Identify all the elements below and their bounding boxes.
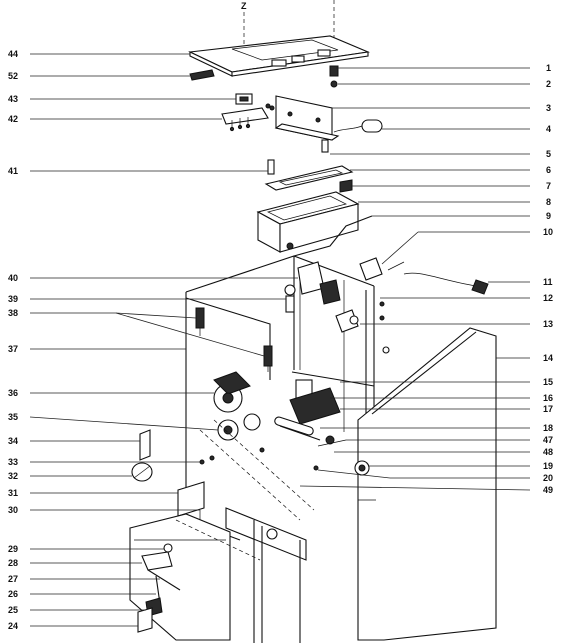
hose-clamp: [131, 462, 153, 482]
small-cylinder: [267, 159, 275, 175]
drain-pump: [213, 371, 251, 413]
knob-screw: [329, 65, 339, 88]
callout-4: 4: [546, 124, 551, 134]
callout-12: 12: [543, 293, 553, 303]
callout-5: 5: [546, 149, 551, 159]
left-leader-lines: [29, 53, 298, 627]
callout-15: 15: [543, 377, 553, 387]
pump-mount: [335, 301, 390, 354]
callout-39: 39: [8, 294, 18, 304]
frame-strip: [264, 165, 354, 193]
panel-clip: [139, 429, 151, 461]
spacer-block: [189, 69, 215, 81]
callout-43: 43: [8, 94, 18, 104]
callout-20: 20: [543, 473, 553, 483]
callout-28: 28: [8, 558, 18, 568]
wheel-parts: [313, 460, 370, 476]
callout-7: 7: [546, 181, 551, 191]
callout-6: 6: [546, 165, 551, 175]
callout-1: 1: [546, 63, 551, 73]
callout-48: 48: [543, 447, 553, 457]
callout-34: 34: [8, 436, 18, 446]
power-cable: [403, 272, 489, 295]
callout-8: 8: [546, 197, 551, 207]
switch-block: [235, 93, 275, 111]
motor-unit: [284, 261, 341, 313]
callout-33: 33: [8, 457, 18, 467]
callout-49: 49: [543, 485, 553, 495]
callout-40: 40: [8, 273, 18, 283]
callout-18: 18: [543, 423, 553, 433]
capacitor: [333, 119, 383, 133]
right-callouts: 1 2 3 4 5 6 7 8 9 10 11 12 13 14 15 16 1…: [543, 63, 553, 495]
callout-13: 13: [543, 319, 553, 329]
callout-41: 41: [8, 166, 18, 176]
side-panel: [357, 327, 497, 641]
callout-26: 26: [8, 589, 18, 599]
callout-9: 9: [546, 211, 551, 221]
callout-29: 29: [8, 544, 18, 554]
rail-plate: [274, 95, 340, 141]
callout-25: 25: [8, 605, 18, 615]
small-fixings: [199, 447, 265, 465]
mounting-bracket: [221, 107, 269, 132]
callout-52: 52: [8, 71, 18, 81]
frame-top-bar: [293, 215, 373, 257]
callout-35: 35: [8, 412, 18, 422]
pin: [321, 139, 329, 153]
right-leader-lines: [299, 67, 531, 491]
callout-36: 36: [8, 388, 18, 398]
callout-17: 17: [543, 404, 553, 414]
callout-32: 32: [8, 471, 18, 481]
callout-44: 44: [8, 49, 18, 59]
callout-3: 3: [546, 103, 551, 113]
axis-marker: Z: [241, 1, 247, 11]
lower-support: [199, 419, 315, 643]
callout-38: 38: [8, 308, 18, 318]
motor-bracket: [359, 257, 405, 281]
detergent-reservoir: [256, 191, 360, 253]
callout-2: 2: [546, 79, 551, 89]
suspension-springs: [195, 307, 273, 372]
callout-10: 10: [543, 227, 553, 237]
top-cover-plate: [188, 35, 371, 77]
callout-16: 16: [543, 393, 553, 403]
callout-30: 30: [8, 505, 18, 515]
callout-31: 31: [8, 488, 18, 498]
linkage-assembly: [137, 543, 181, 633]
left-callouts: 44 52 43 42 41 40 39 38 37 36 35 34 33 3…: [8, 49, 18, 631]
callout-14: 14: [543, 353, 553, 363]
drum-mechanism: [274, 379, 347, 447]
callout-42: 42: [8, 114, 18, 124]
callout-37: 37: [8, 344, 18, 354]
callout-24: 24: [8, 621, 18, 631]
filter-assembly: [217, 413, 261, 441]
callout-11: 11: [543, 277, 553, 287]
callout-27: 27: [8, 574, 18, 584]
callout-19: 19: [543, 461, 553, 471]
callout-47: 47: [543, 435, 553, 445]
